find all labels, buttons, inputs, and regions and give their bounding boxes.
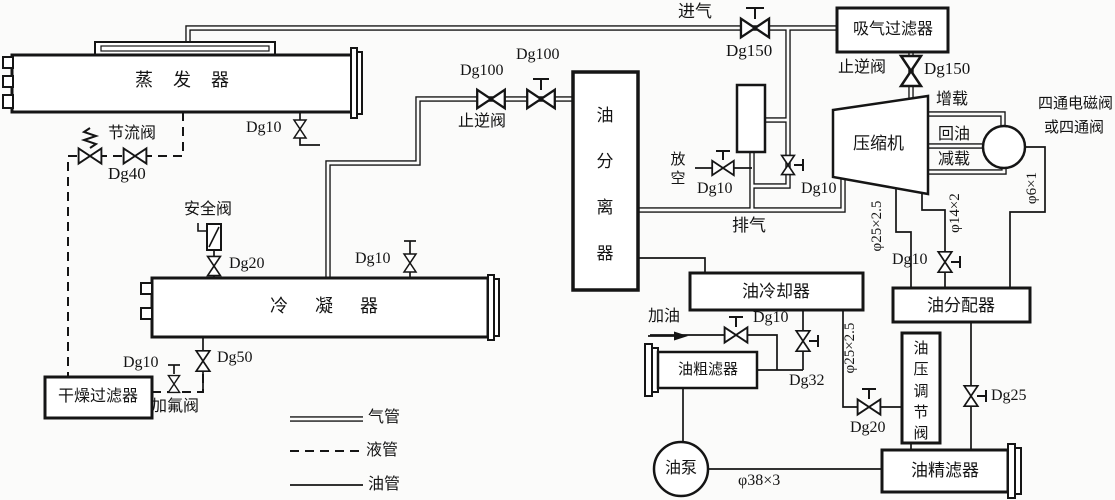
legend-gas-label: 气管 [368,409,401,426]
valve-dg50 [195,349,211,373]
oil-pipes [168,112,1046,486]
dg40-label: Dg40 [108,164,146,183]
four-way-valve-symbol [981,124,1027,170]
oil-pump-label: 油泵 [665,460,698,477]
add-oil-label: 加油 [648,308,681,325]
compressor-label: 压缩机 [853,134,904,153]
dg25-label: Dg25 [991,387,1027,404]
legend-liquid-label: 液管 [366,442,399,459]
dg150-check-label: Dg150 [924,59,971,78]
valve-dg20-oil [856,388,882,416]
vent-label: 放空 [670,152,686,187]
dry-filter-label: 干燥过滤器 [58,388,139,405]
intake-label: 进气 [678,2,712,21]
valve-dg20-safety [206,255,222,277]
throttle-valve-label: 节流阀 [108,125,157,142]
condenser-vessel [140,274,500,341]
valve-dg10-addoil [723,316,749,344]
oil-pressure-regulator-box [900,331,942,445]
dry-filter-box [43,375,154,420]
valves [77,7,987,416]
check-valve-dg150 [899,54,923,88]
valve-dg100 [526,78,556,110]
add-oil-arrow [648,331,688,341]
check-valve-left-label: 止逆阀 [458,113,507,130]
oil-distributor-box [891,286,1032,324]
valve-dg32 [795,329,819,353]
dg150-intake-label: Dg150 [726,41,773,60]
load-down-label: 减载 [938,151,971,168]
muffler-vessel [735,83,767,154]
valve-dg10-vent [711,150,735,177]
oil-fine-filter-label: 油精滤器 [911,461,979,480]
valve-dg150-intake [739,7,771,39]
oil-separator-vessel [571,70,640,292]
four-way-note-2: 或四通阀 [1044,120,1105,136]
oil-distributor-label: 油分配器 [927,296,995,315]
check-valve-dg100 [476,88,506,110]
valve-dg25 [963,384,987,408]
valve-dg10-muffler [780,154,804,176]
throttle-valve [77,127,148,165]
dg100-b-label: Dg100 [516,46,560,63]
oil-pressure-regulator-label: 油压调节阀 [913,341,929,443]
oil-coarse-filter-vessel [644,343,759,397]
phi38-label: φ38×3 [738,472,781,489]
phi25-cooler-label: φ25×2.5 [842,322,859,374]
dg32-label: Dg32 [789,372,825,389]
valve-dg10-condenser [403,253,417,273]
phi14-label: φ14×2 [947,193,964,233]
four-way-note-1: 四通电磁阀 [1038,96,1114,112]
valve-dg10-distributor [937,250,961,274]
safety-valve-label: 安全阀 [184,201,233,218]
oil-fine-filter-vessel [880,443,1022,499]
dg50-label: Dg50 [217,349,253,366]
dg20-safety-label: Dg20 [229,255,265,272]
dg10-addoil-label: Dg10 [753,309,789,326]
dg10-vent-label: Dg10 [697,180,733,197]
valve-dg10-evaporator [293,119,307,139]
suction-filter-box [835,6,950,54]
charging-valve [167,374,181,394]
oil-cooler-label: 油冷却器 [742,282,810,301]
oil-cooler-box [688,271,865,312]
suction-filter-label: 吸气过滤器 [853,21,934,38]
oil-coarse-filter-label: 油粗滤器 [678,362,739,378]
dg20-oil-label: Dg20 [850,419,886,436]
check-valve-right-label: 止逆阀 [838,59,887,76]
load-up-label: 增载 [936,91,969,108]
discharge-label: 排气 [732,216,766,235]
dg10-muffler-label: Dg10 [801,180,837,197]
safety-valve-symbol [197,223,222,251]
legend-oil-label: 油管 [368,476,401,493]
oil-separator-label: 油分离器 [596,106,614,263]
condenser-label: 冷凝器 [270,296,405,316]
charging-valve-label: 加氟阀 [151,398,200,415]
oil-return-label: 回油 [938,126,971,143]
evaporator-label: 蒸发器 [135,70,249,90]
phi25-compressor-label: φ25×2.5 [869,200,886,252]
oil-pump-symbol [652,440,710,498]
dg10-distributor-label: Dg10 [892,251,928,268]
evaporator-vessel [2,41,363,119]
phi6-label: φ6×1 [1024,171,1041,205]
dg100-a-label: Dg100 [460,62,504,79]
dg10-charging-label: Dg10 [123,354,159,371]
dg10-evaporator-label: Dg10 [246,119,282,136]
dg10-condenser-label: Dg10 [355,250,391,267]
compressor-symbol [831,94,930,196]
